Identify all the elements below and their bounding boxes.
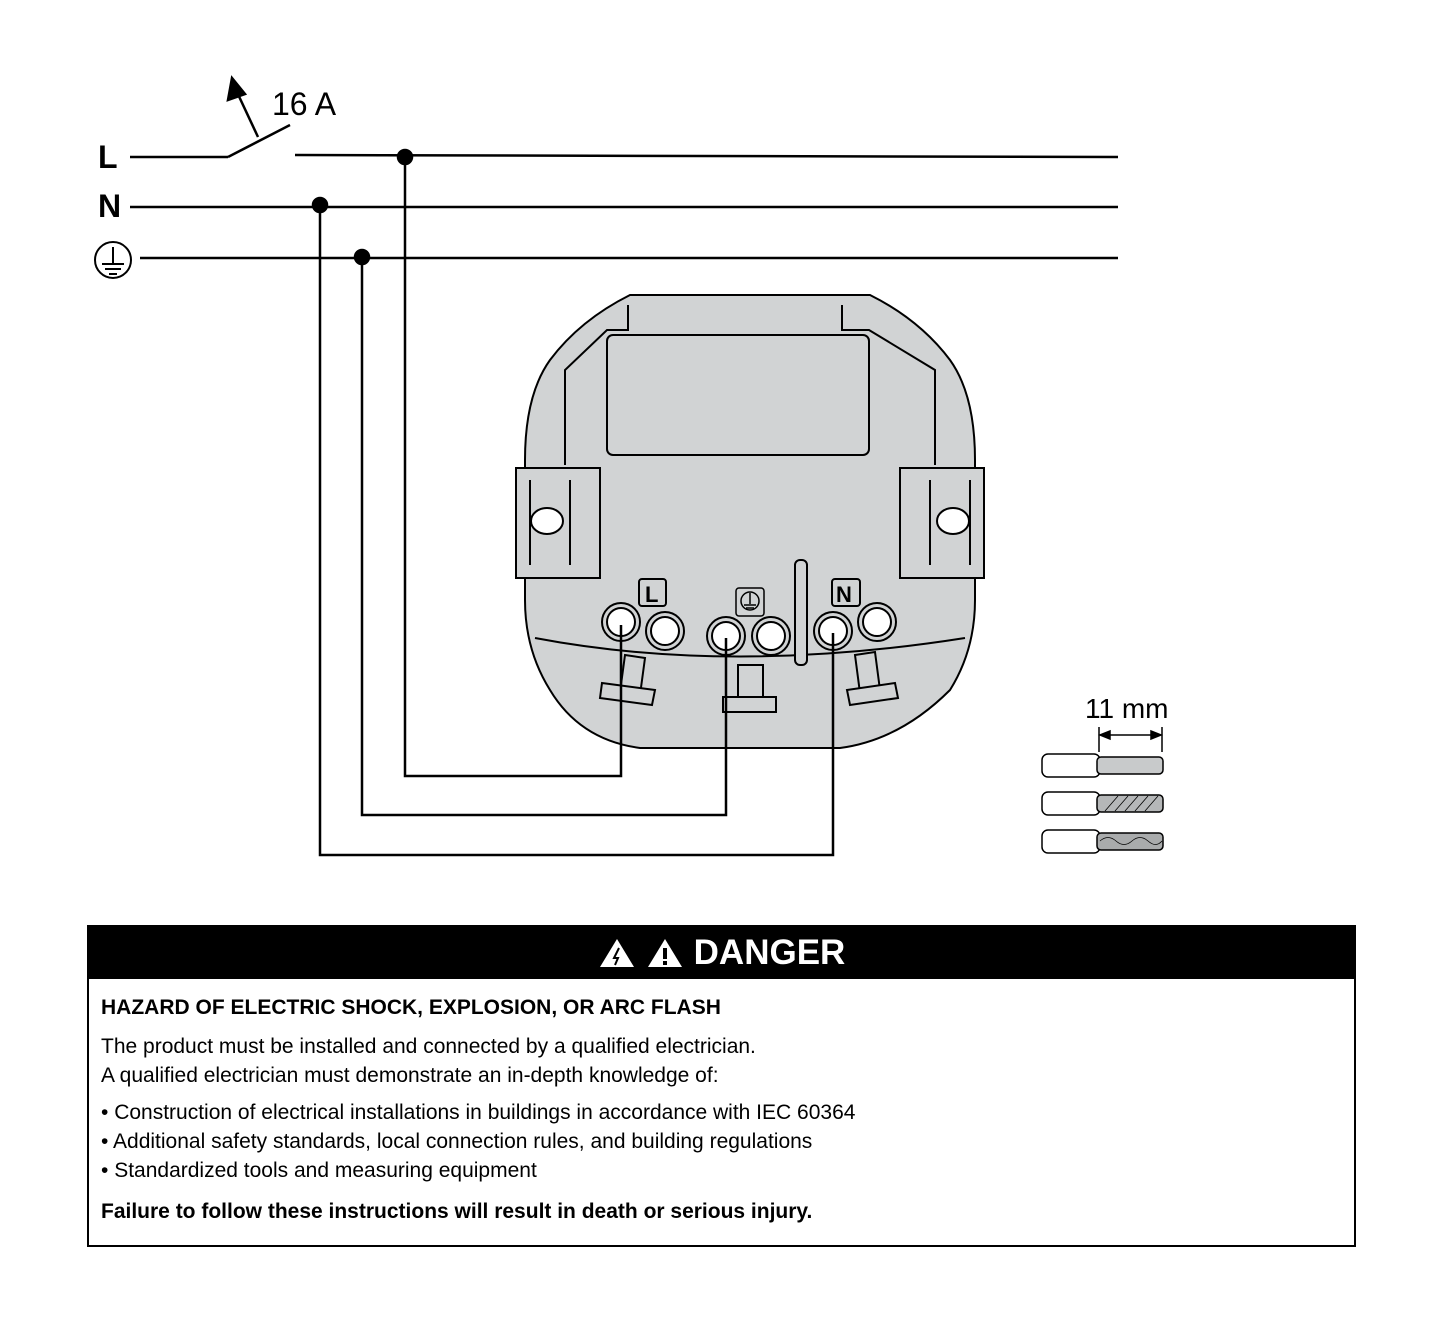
svg-text:N: N <box>836 582 852 607</box>
list-item: Standardized tools and measuring equipme… <box>101 1156 1342 1185</box>
junction-dot-n <box>311 196 329 214</box>
warning-triangle-icon <box>647 939 682 967</box>
line-label-n: N <box>98 188 121 224</box>
danger-notice: DANGER HAZARD OF ELECTRIC SHOCK, EXPLOSI… <box>87 925 1356 1247</box>
strip-length-label: 11 mm <box>1085 693 1169 724</box>
line-label-l: L <box>98 139 118 175</box>
terminal-label-earth-icon <box>735 587 765 617</box>
consequence-warning: Failure to follow these instructions wil… <box>101 1200 813 1223</box>
intro-line: The product must be installed and connec… <box>101 1035 756 1058</box>
knowledge-list: Construction of electrical installations… <box>101 1098 1342 1185</box>
connection-wires <box>311 148 835 857</box>
junction-dot-l <box>396 148 414 166</box>
intro-line: A qualified electrician must demonstrate… <box>101 1064 719 1087</box>
terminal-label-n: N <box>831 578 861 607</box>
list-item: Additional safety standards, local conne… <box>101 1127 1342 1156</box>
danger-header: DANGER <box>89 927 1354 979</box>
svg-text:L: L <box>645 582 658 607</box>
junction-dot-earth <box>353 248 371 266</box>
device-base <box>515 294 985 749</box>
danger-title: DANGER <box>693 933 846 972</box>
earth-symbol-icon <box>94 241 132 279</box>
supply-lines <box>130 153 1119 260</box>
list-item: Construction of electrical installations… <box>101 1098 1342 1127</box>
switch-16a: 16 A <box>130 75 337 159</box>
wiring-diagram: L N 16 A L N <box>94 75 1169 857</box>
hazard-heading: HAZARD OF ELECTRIC SHOCK, EXPLOSION, OR … <box>101 996 721 1019</box>
wire-strip-illustration: 11 mm <box>1041 693 1169 854</box>
terminal-holes <box>601 602 897 656</box>
electric-hazard-icon <box>599 939 634 967</box>
switch-rating: 16 A <box>272 86 337 122</box>
terminal-label-l: L <box>638 578 667 607</box>
